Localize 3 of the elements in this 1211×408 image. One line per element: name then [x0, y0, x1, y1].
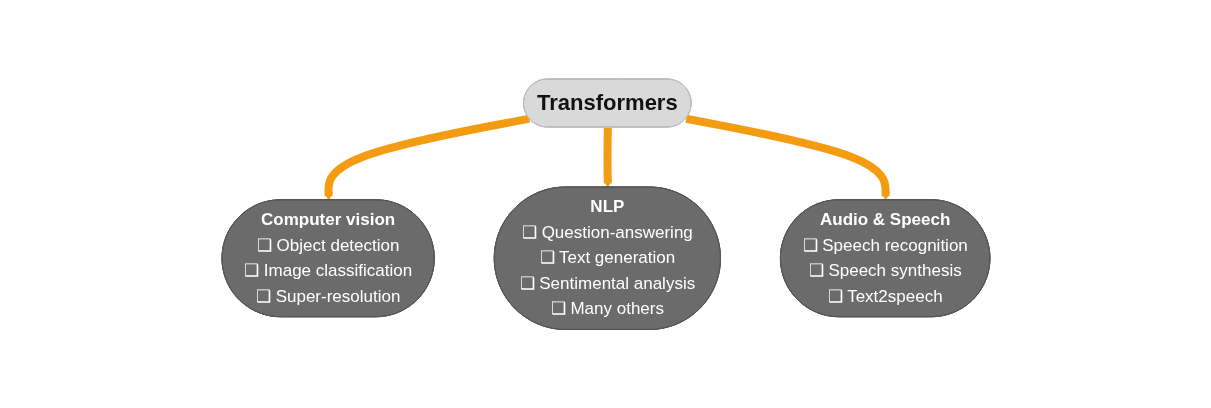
- arrow: [602, 127, 612, 188]
- arrow: [685, 114, 890, 201]
- arrow: [323, 114, 530, 201]
